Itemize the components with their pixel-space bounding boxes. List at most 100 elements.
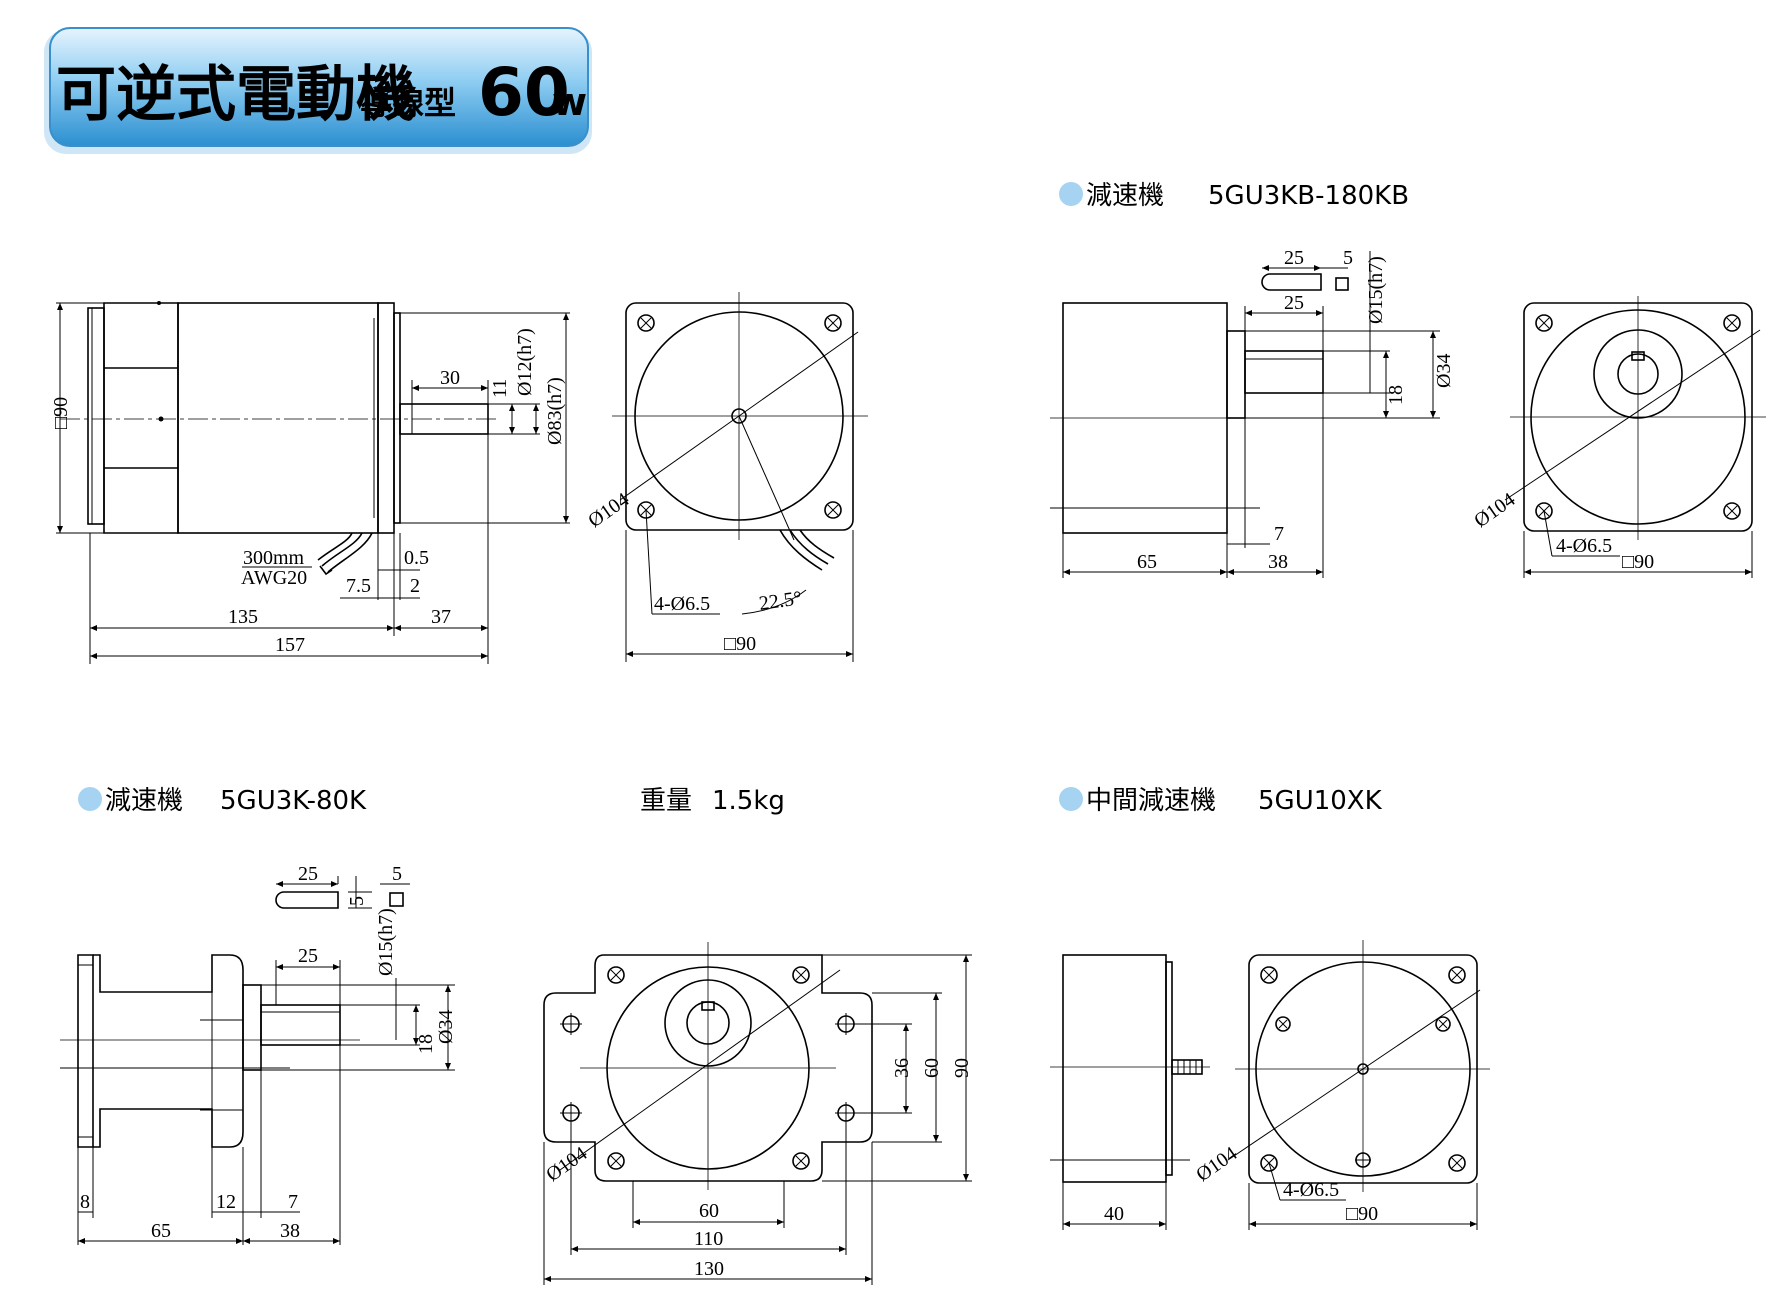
mount-hole	[1723, 502, 1741, 520]
header-k: 減速機 5GU3K-80K	[78, 786, 367, 816]
mount-hole	[1448, 1154, 1466, 1172]
motor-front-holes: 4-Ø6.5	[654, 593, 710, 615]
motor-front-frame: □90	[724, 633, 756, 655]
dim-frame: □90	[50, 397, 72, 429]
dim-75: 7.5	[346, 575, 371, 597]
kb-out: 38	[1268, 551, 1288, 573]
weight-label: 重量	[640, 786, 692, 816]
xk-side-view: 40	[1050, 954, 1210, 1230]
dim-shaft-len: 30	[440, 367, 460, 389]
gear-hole	[1275, 1016, 1291, 1032]
k-key-w: 5	[392, 863, 402, 885]
mount-hole	[1535, 314, 1553, 332]
kb-shaft-dia: Ø15(h7)	[1365, 256, 1387, 324]
k-key-w2: 5	[346, 896, 368, 906]
k-boss: Ø34	[435, 1010, 457, 1044]
motor-front-view: Ø104 4-Ø6.5 22.5° □90	[584, 292, 868, 662]
kb-front-frame: □90	[1622, 551, 1654, 573]
kb-shaft-len: 25	[1284, 292, 1304, 314]
key-icon	[275, 891, 339, 909]
header-k-label: 減速機	[105, 786, 183, 816]
mount-hole	[1448, 966, 1466, 984]
mount-hole	[607, 966, 625, 984]
k-out: 38	[280, 1220, 300, 1242]
kb-side-view: 25 5 Ø15(h7) 25 18 Ø34 7 65 38	[1050, 247, 1455, 578]
header-xk: 中間減速機 5GU10XK	[1059, 786, 1383, 816]
mount-hole	[1260, 966, 1278, 984]
header-kb-label: 減速機	[1086, 181, 1164, 211]
title-power: 60	[478, 54, 570, 131]
dim-flat: 11	[489, 379, 511, 398]
header-weight: 重量 1.5kg	[640, 786, 785, 816]
mount-hole	[1723, 314, 1741, 332]
xk-front-pcd: Ø104	[1192, 1143, 1241, 1187]
dim-shaft-dia: Ø12(h7)	[514, 328, 536, 396]
xk-len: 40	[1104, 1203, 1124, 1225]
title-power-unit: w	[552, 80, 587, 124]
k-d12: 12	[216, 1191, 236, 1213]
k-body: 65	[151, 1220, 171, 1242]
kb-d7: 7	[1274, 523, 1284, 545]
dim-body: 135	[228, 606, 258, 628]
mount-hole	[607, 1152, 625, 1170]
dim-lead: 300mm	[243, 547, 305, 569]
title-sub: 導線型	[360, 84, 456, 122]
mount-hole	[824, 314, 842, 332]
title-main: 可逆式電動機	[56, 60, 416, 130]
header-kb-model: 5GU3KB-180KB	[1208, 181, 1409, 211]
k-d8: 8	[80, 1191, 90, 1213]
mount-hole	[792, 966, 810, 984]
k-front-w110: 110	[694, 1228, 723, 1250]
mount-hole	[560, 1102, 582, 1124]
banner-box	[49, 27, 589, 147]
motor-side-view: □90 30 11 Ø12(h7) Ø83(h7) 300mm AWG20 0.…	[50, 301, 570, 664]
weight-value: 1.5kg	[712, 786, 785, 816]
header-k-model: 5GU3K-80K	[220, 786, 367, 816]
header-xk-label: 中間減速機	[1086, 786, 1216, 816]
kb-flat: 18	[1385, 385, 1407, 405]
title-banner: 可逆式電動機 導線型 60 w	[44, 27, 592, 154]
k-front-h90: 90	[951, 1058, 973, 1078]
dim-pilot-dia: Ø83(h7)	[544, 377, 566, 445]
k-d7: 7	[288, 1191, 298, 1213]
mount-hole	[792, 1152, 810, 1170]
mount-hole	[560, 1013, 582, 1035]
k-flat: 18	[415, 1034, 437, 1054]
dim-2: 2	[410, 575, 420, 597]
dim-total: 157	[275, 634, 305, 656]
kb-body: 65	[1137, 551, 1157, 573]
xk-front-view: Ø104 4-Ø6.5 □90	[1192, 940, 1490, 1230]
dim-proj: 37	[431, 606, 451, 628]
k-front-pcd: Ø104	[542, 1143, 591, 1187]
mount-hole	[824, 501, 842, 519]
kb-front-view: Ø104 4-Ø6.5 □90	[1470, 296, 1766, 578]
header-xk-model: 5GU10XK	[1258, 786, 1383, 816]
k-front-h36: 36	[891, 1058, 913, 1078]
xk-front-frame: □90	[1346, 1203, 1378, 1225]
k-front-h60: 60	[921, 1058, 943, 1078]
bullet-icon	[1059, 787, 1083, 811]
kb-front-holes: 4-Ø6.5	[1556, 535, 1612, 557]
k-side-view: 25 5 5 Ø15(h7) 25 18 Ø34 8 12 7 65 38	[60, 863, 457, 1245]
mount-hole	[637, 314, 655, 332]
k-front-view: Ø104 36 60 90 60 110 130	[542, 942, 973, 1285]
k-shaft-dia: Ø15(h7)	[375, 908, 397, 976]
k-key-len: 25	[298, 863, 318, 885]
header-kb: 減速機 5GU3KB-180KB	[1059, 181, 1409, 211]
motor-front-angle: 22.5°	[758, 587, 804, 615]
kb-key-w: 5	[1343, 247, 1353, 269]
bullet-icon	[1059, 182, 1083, 206]
xk-front-holes: 4-Ø6.5	[1283, 1179, 1339, 1201]
gear-hole	[1435, 1016, 1451, 1032]
dim-awg: AWG20	[241, 567, 307, 589]
gear-hole	[1355, 1152, 1371, 1168]
bullet-icon	[78, 787, 102, 811]
key-icon	[1261, 273, 1322, 291]
k-front-w130: 130	[694, 1258, 724, 1280]
dim-05: 0.5	[404, 547, 429, 569]
kb-boss: Ø34	[1433, 354, 1455, 388]
kb-key-len: 25	[1284, 247, 1304, 269]
k-front-w60: 60	[699, 1200, 719, 1222]
k-shaft-len: 25	[298, 945, 318, 967]
